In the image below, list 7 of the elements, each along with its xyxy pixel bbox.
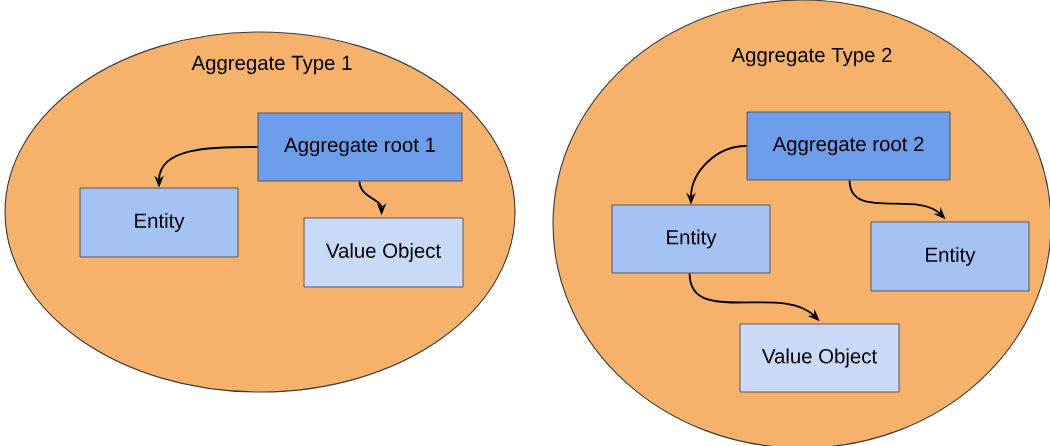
entity-box: Value Object [303, 217, 464, 288]
entity-box: Value Object [739, 323, 900, 393]
entity-box: Entity [870, 221, 1030, 292]
entity-box: Aggregate root 2 [746, 111, 951, 181]
entity-box: Entity [79, 187, 239, 258]
entity-box: Entity [611, 204, 771, 274]
entity-box: Aggregate root 1 [257, 112, 463, 182]
